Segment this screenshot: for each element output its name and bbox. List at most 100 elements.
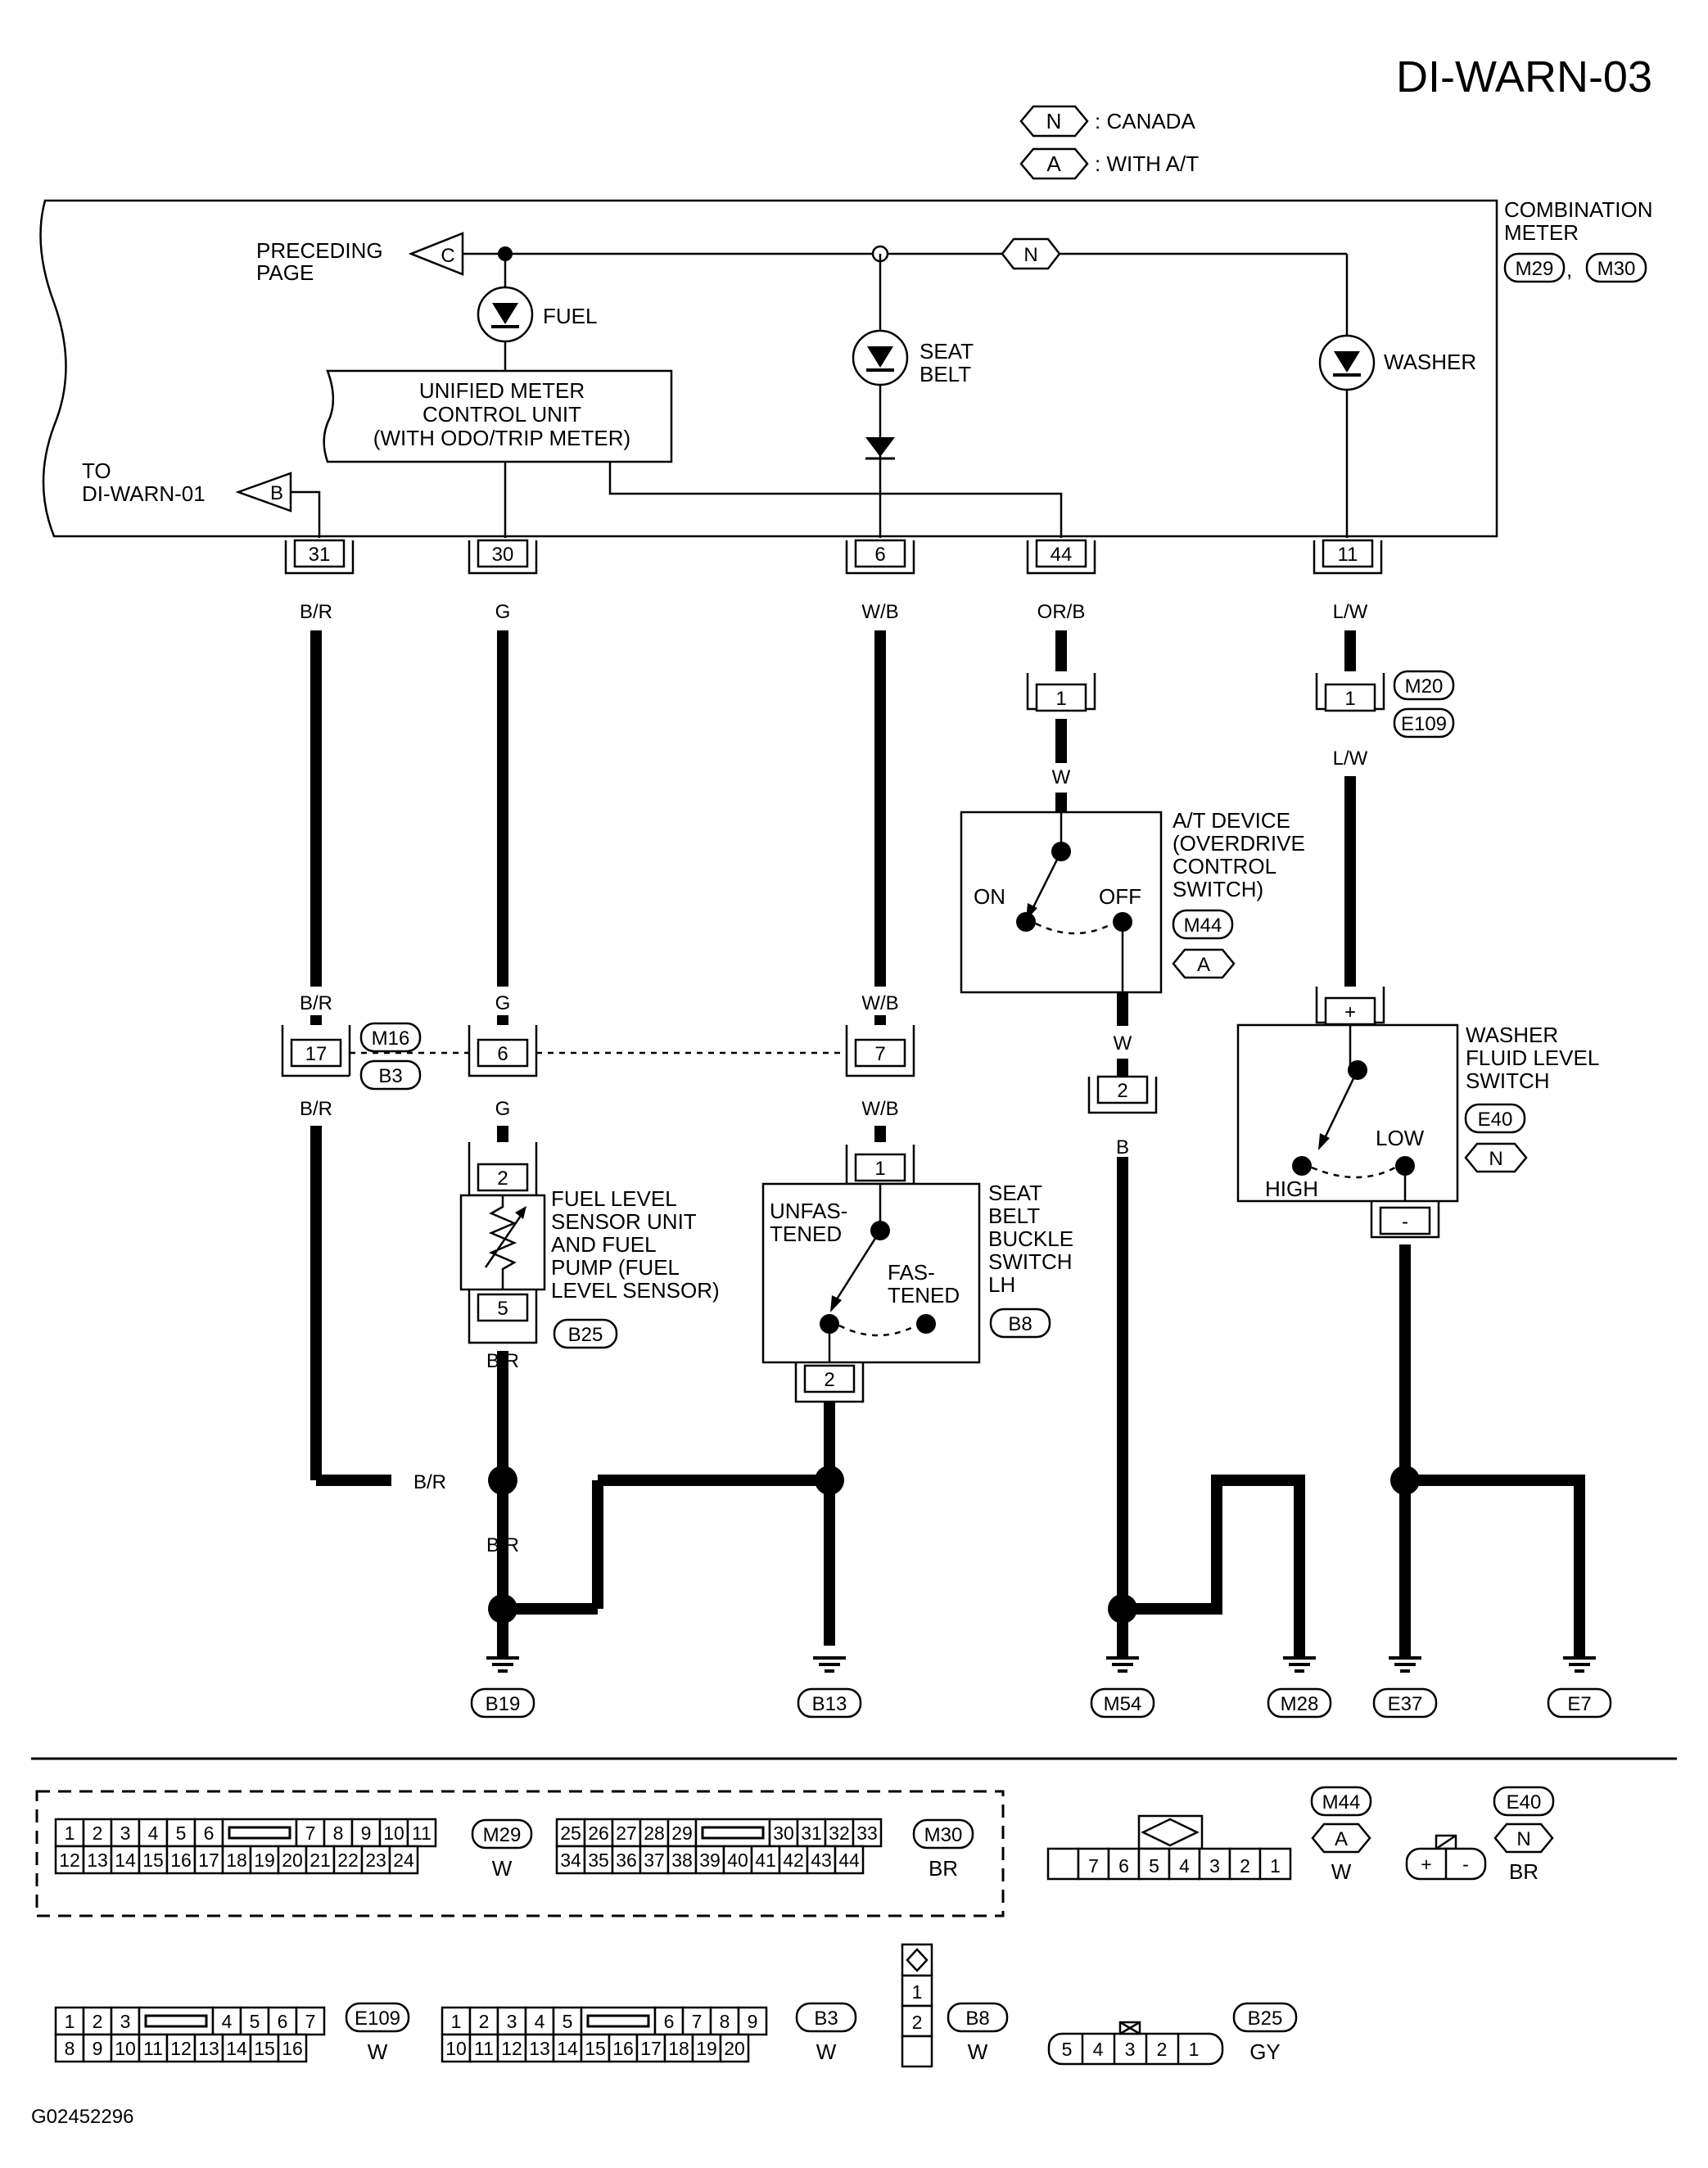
b3-bottom-pin: 13 (529, 2038, 550, 2059)
ground-m54: M54 (1090, 1656, 1155, 1719)
to-warn-label-1: TO (82, 458, 111, 483)
face-tag-e109 (345, 2002, 410, 2033)
m29-top-cell (193, 1818, 224, 1848)
m44-pins-cell (1107, 1847, 1141, 1881)
seatbelt-switch-label-5: LH (988, 1272, 1015, 1297)
seatbelt-unfastened-2: TENED (770, 1222, 842, 1246)
face-tag-e109-label: E109 (355, 2008, 400, 2030)
page-id: DI-WARN-03 (1396, 52, 1652, 102)
washer-switch-label-1: WASHER (1466, 1023, 1558, 1047)
m29-bottom-pin: 17 (198, 1850, 219, 1871)
b3-top-cell (737, 2006, 768, 2036)
face-tag-m30-label: M30 (924, 1824, 963, 1846)
m30-bottom-cell (806, 1845, 837, 1875)
connector-m16-pin-7: 7 (845, 1025, 915, 1077)
washer-switch-symbol: N (1464, 1142, 1528, 1173)
ground-m28: M28 (1267, 1656, 1332, 1719)
wire-label-at-below: B (1116, 1136, 1129, 1159)
e109-top-pin: 2 (93, 2011, 103, 2032)
m29-bottom-pin: 16 (170, 1850, 192, 1871)
m30-bottom-cell (722, 1845, 753, 1875)
e109-top-cell (295, 2006, 326, 2036)
b25-latch-x2 (1119, 2021, 1141, 2035)
connector-at-out: 2 (1087, 1075, 1158, 1114)
face-symbol-e40: N (1493, 1822, 1554, 1854)
e109-top-pin: 3 (120, 2011, 131, 2032)
m29-bottom-cell (360, 1845, 391, 1875)
face-tag-m44-label: M44 (1322, 1791, 1361, 1813)
to-warn-label-2: DI-WARN-01 (82, 481, 206, 506)
b8-cell-3 (901, 2035, 933, 2068)
combination-meter-title-2: METER (1504, 220, 1579, 245)
terminal-6: 6 (845, 539, 915, 575)
terminal-11-pin: 11 (1338, 544, 1358, 566)
e109-bottom-cell (221, 2033, 252, 2063)
connector-at-out-pin: 2 (1117, 1080, 1127, 1102)
at-device-symbol-label: A (1197, 954, 1210, 976)
meter-connectors-dashed-box (35, 1790, 1005, 1917)
fuel-lamp-icon (477, 286, 534, 343)
wire-label-m54-right: B (1210, 1534, 1223, 1556)
face-tag-m29 (471, 1818, 533, 1850)
e109-bottom-pin: 13 (198, 2038, 219, 2059)
m29-bottom-pin: 24 (393, 1850, 414, 1871)
e109-bottom-pin: 10 (115, 2038, 136, 2059)
wire-label-30: G (495, 601, 511, 623)
seatbelt-pin-bottom: 2 (824, 1369, 834, 1391)
wire-label-m16-below-17: B/R (300, 1098, 332, 1120)
seatbelt-switch-label-4: SWITCH (988, 1249, 1073, 1274)
m29-bottom-cell (193, 1845, 224, 1875)
splice-b-ground (815, 1466, 844, 1495)
m29-bottom-cell (388, 1845, 419, 1875)
connector-tag-b25 (553, 1318, 618, 1349)
b3-bottom-pin: 18 (668, 2038, 689, 2059)
ground-tag (1267, 1687, 1332, 1719)
connector-tag-e40-label: E40 (1478, 1109, 1513, 1131)
washer-switch-box (1236, 1023, 1459, 1203)
m44-pins-pin: 1 (1270, 1855, 1281, 1877)
m29-top-pin: 11 (412, 1822, 432, 1844)
e109-bottom-pin: 16 (282, 2038, 303, 2059)
e109-top-latch-slot (144, 2014, 208, 2028)
m29-top-cell (406, 1818, 437, 1848)
connector-at-in-pin: 1 (1055, 688, 1066, 710)
seatbelt-lamp-label-2: BELT (920, 362, 971, 386)
ground-tag-label: E7 (1567, 1693, 1591, 1715)
m44-pins-pin: 3 (1209, 1855, 1220, 1877)
m30-top-cell (852, 1818, 883, 1848)
b3-top-pin: 3 (507, 2011, 517, 2032)
wire-label-m16-above-17: B/R (300, 992, 332, 1014)
b3-bottom-pin: 19 (696, 2038, 717, 2059)
b25-pin: 1 (1189, 2039, 1200, 2060)
face-tag-e40 (1493, 1786, 1555, 1817)
at-device-label-3: CONTROL (1173, 854, 1276, 878)
m44-pins-pin: 7 (1088, 1855, 1099, 1877)
wire-label-31: B/R (300, 601, 332, 623)
connector-tag-m44 (1172, 909, 1234, 940)
e109-top-cell (82, 2006, 113, 2036)
m29-bottom-pin: 14 (115, 1850, 136, 1871)
connector-tag-m30 (1585, 252, 1647, 283)
face-color-m44: W (1331, 1859, 1352, 1884)
wire-label-m16-below-6: G (495, 1098, 511, 1120)
m44-pins-pin: 6 (1118, 1855, 1129, 1877)
seatbelt-lamp-icon (852, 329, 909, 386)
m30-bottom-pin: 36 (616, 1850, 637, 1871)
connector-tag-m16 (359, 1022, 422, 1053)
connector-washer-minus: - (1370, 1201, 1440, 1239)
b3-bottom-pin: 11 (474, 2038, 494, 2059)
m29-top-cell (138, 1818, 169, 1848)
washer-plus-pin: + (1344, 1001, 1356, 1023)
face-color-e109: W (368, 2039, 388, 2064)
ground-tag-label: M54 (1104, 1693, 1142, 1715)
control-unit-line-2: CONTROL UNIT (422, 402, 581, 427)
at-on-label: ON (974, 884, 1005, 909)
m29-bottom-pin: 12 (59, 1850, 80, 1871)
at-device-label-2: (OVERDRIVE (1173, 831, 1305, 856)
m44-pins-pin: 4 (1179, 1855, 1190, 1877)
terminal-44-pin: 44 (1051, 544, 1073, 566)
b8-pin-2: 2 (912, 2012, 923, 2033)
